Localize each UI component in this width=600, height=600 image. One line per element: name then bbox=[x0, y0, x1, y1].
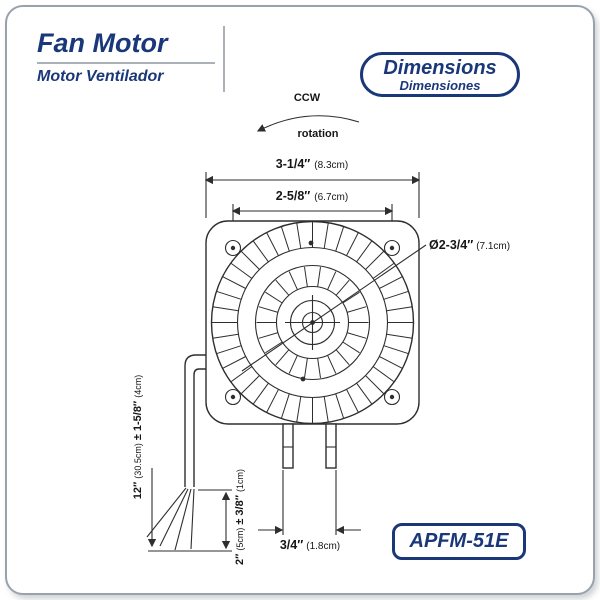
rotation-label-rotation: rotation bbox=[298, 128, 339, 140]
model-badge: APFM-51E bbox=[392, 523, 526, 560]
corner-hole bbox=[383, 239, 401, 257]
dim-body-diameter-label: Ø2-3/4″(7.1cm) bbox=[429, 238, 510, 252]
corner-hole bbox=[224, 388, 242, 406]
dim-shaft-spacing bbox=[258, 470, 361, 535]
dimensions-badge-en: Dimensions bbox=[383, 57, 497, 79]
header: Fan Motor Motor Ventilador bbox=[33, 26, 225, 92]
corner-hole bbox=[383, 388, 401, 406]
dimensions-badge-es: Dimensiones bbox=[399, 78, 481, 93]
stator-fins bbox=[211, 221, 414, 424]
motor-body bbox=[210, 220, 427, 425]
dim-overall-width bbox=[204, 172, 421, 218]
dim-overall-width-label: 3-1/4″(8.3cm) bbox=[276, 157, 348, 171]
rotation-arrow bbox=[256, 115, 360, 132]
dim-hole-spacing-label: 2-5/8″(6.7cm) bbox=[276, 189, 348, 203]
rotor-fins bbox=[256, 267, 369, 378]
corner-hole bbox=[224, 239, 242, 257]
lead-wires bbox=[146, 354, 206, 551]
dim-shaft-spacing-label: 3/4″(1.8cm) bbox=[280, 538, 340, 552]
page-title: Fan Motor bbox=[37, 28, 215, 64]
dimensions-badge: Dimensions Dimensiones bbox=[360, 52, 520, 97]
diameter-leader-line bbox=[241, 244, 427, 372]
dim-lead-length-label: 12″(30.5cm)±1-5/8″(4cm) bbox=[132, 375, 144, 499]
page-border bbox=[5, 5, 595, 595]
rotation-label-ccw: CCW bbox=[294, 92, 321, 104]
shaft-studs bbox=[282, 423, 337, 469]
page-subtitle: Motor Ventilador bbox=[37, 68, 164, 85]
dim-strip-length bbox=[148, 489, 232, 552]
dim-strip-length-label: 2″(5cm)±3/8″(1cm) bbox=[234, 469, 246, 565]
